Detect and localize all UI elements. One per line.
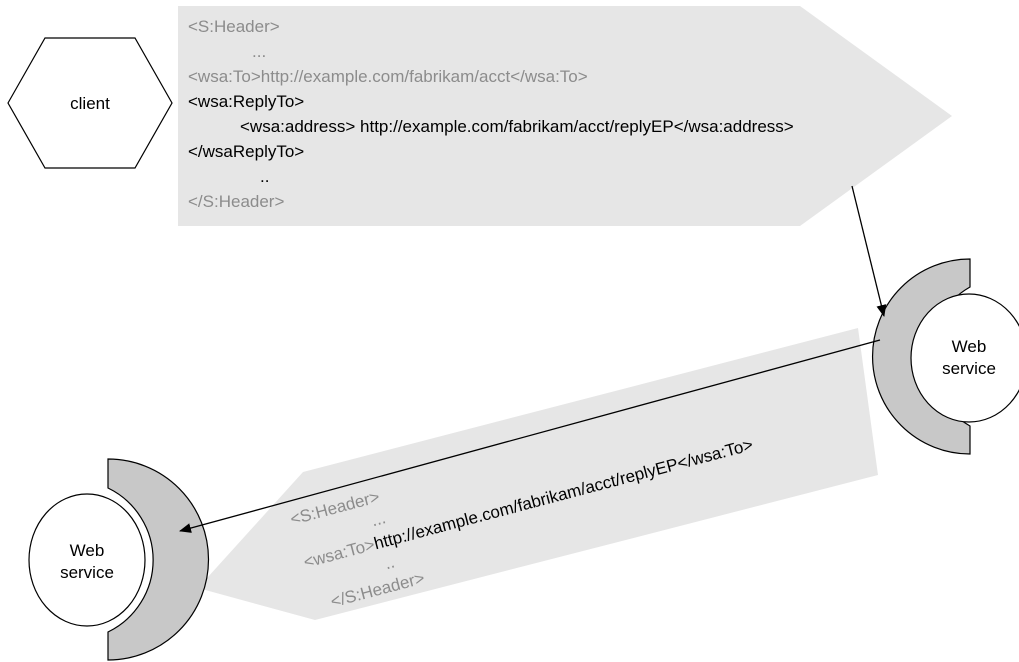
request-line-1: <S:Header>	[188, 17, 280, 36]
request-line-7: ..	[260, 167, 269, 186]
request-line-2: ...	[252, 42, 266, 61]
web-service-right: Web service	[871, 258, 1019, 455]
request-arrow	[851, 185, 887, 317]
client-node	[7, 37, 173, 169]
reply-arrow	[179, 339, 881, 533]
web-service-right-label-2: service	[942, 359, 996, 378]
request-line-8: </S:Header>	[188, 192, 284, 211]
web-service-right-label-1: Web	[952, 337, 987, 356]
web-service-left: Web service	[28, 458, 210, 661]
request-line-6: </wsaReplyTo>	[188, 142, 304, 161]
web-service-right-circle	[910, 293, 1019, 423]
reply-line-4: ..	[383, 552, 397, 573]
web-service-left-circle	[28, 493, 146, 627]
reply-line-2: ...	[369, 508, 388, 530]
request-line-3: <wsa:To>http://example.com/fabrikam/acct…	[188, 67, 588, 86]
web-service-left-port	[107, 458, 210, 661]
client-label: client	[70, 94, 110, 113]
reply-message-shape	[198, 328, 878, 620]
web-service-left-label-1: Web	[70, 541, 105, 560]
request-message-shape	[178, 6, 952, 226]
request-line-5: <wsa:address> http://example.com/fabrika…	[240, 117, 794, 136]
request-line-4: <wsa:ReplyTo>	[188, 92, 304, 111]
web-service-left-label-2: service	[60, 563, 114, 582]
request-message-text: <S:Header> ... <wsa:To>http://example.co…	[188, 17, 794, 211]
